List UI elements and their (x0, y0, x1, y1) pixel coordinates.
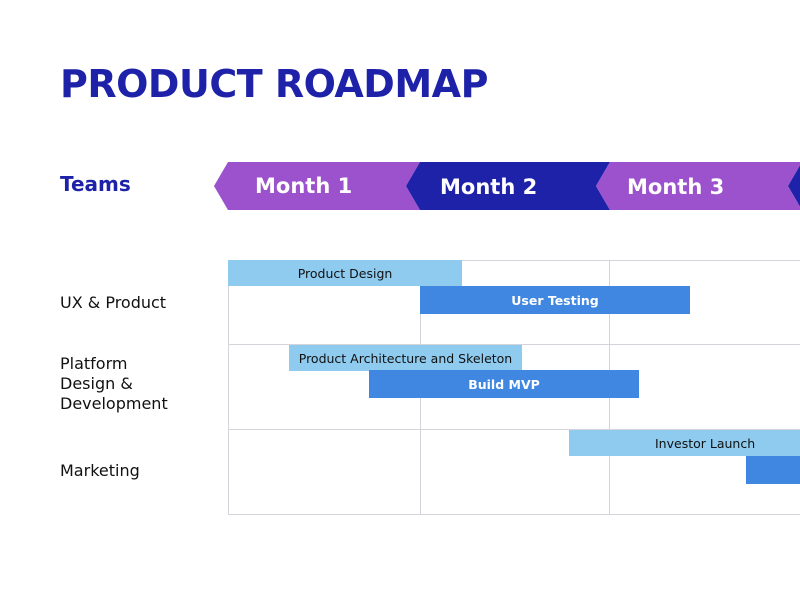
task-bar-label: Build MVP (468, 376, 540, 392)
task-bar-product-design[interactable]: Product Design (228, 260, 462, 286)
grid-bottom-line (228, 514, 800, 515)
task-bar-label: Product Architecture and Skeleton (298, 350, 513, 366)
page-title: PRODUCT ROADMAP (60, 62, 488, 106)
month-timeline: Month 1 Month 2 Month 3 (214, 162, 800, 210)
row-divider (228, 344, 800, 345)
month-1-label: Month 1 (255, 174, 352, 198)
row-label-marketing: Marketing (60, 461, 140, 480)
task-bar-user-testing[interactable]: User Testing (420, 286, 690, 314)
task-bar-marketing-second[interactable] (746, 456, 800, 484)
task-bar-build-mvp[interactable]: Build MVP (369, 370, 639, 398)
month-2-label: Month 2 (440, 175, 537, 199)
row-label-ux-product: UX & Product (60, 293, 167, 312)
gantt-grid (228, 260, 800, 515)
task-bar-product-architecture[interactable]: Product Architecture and Skeleton (289, 345, 522, 371)
task-bar-label: Product Design (297, 265, 393, 281)
teams-header: Teams (60, 172, 131, 196)
task-bar-investor-launch[interactable]: Investor Launch (569, 430, 800, 456)
row-divider (228, 429, 800, 430)
month-2-chevron (406, 162, 610, 210)
month-4-chevron (788, 165, 800, 207)
task-bar-label: Investor Launch (655, 435, 756, 451)
month-1-chevron (214, 162, 420, 210)
month-3-chevron (596, 162, 800, 210)
row-label-platform: Platform Design & Development (60, 354, 168, 413)
task-bar-label: User Testing (511, 292, 599, 308)
month-3-label: Month 3 (627, 175, 724, 199)
